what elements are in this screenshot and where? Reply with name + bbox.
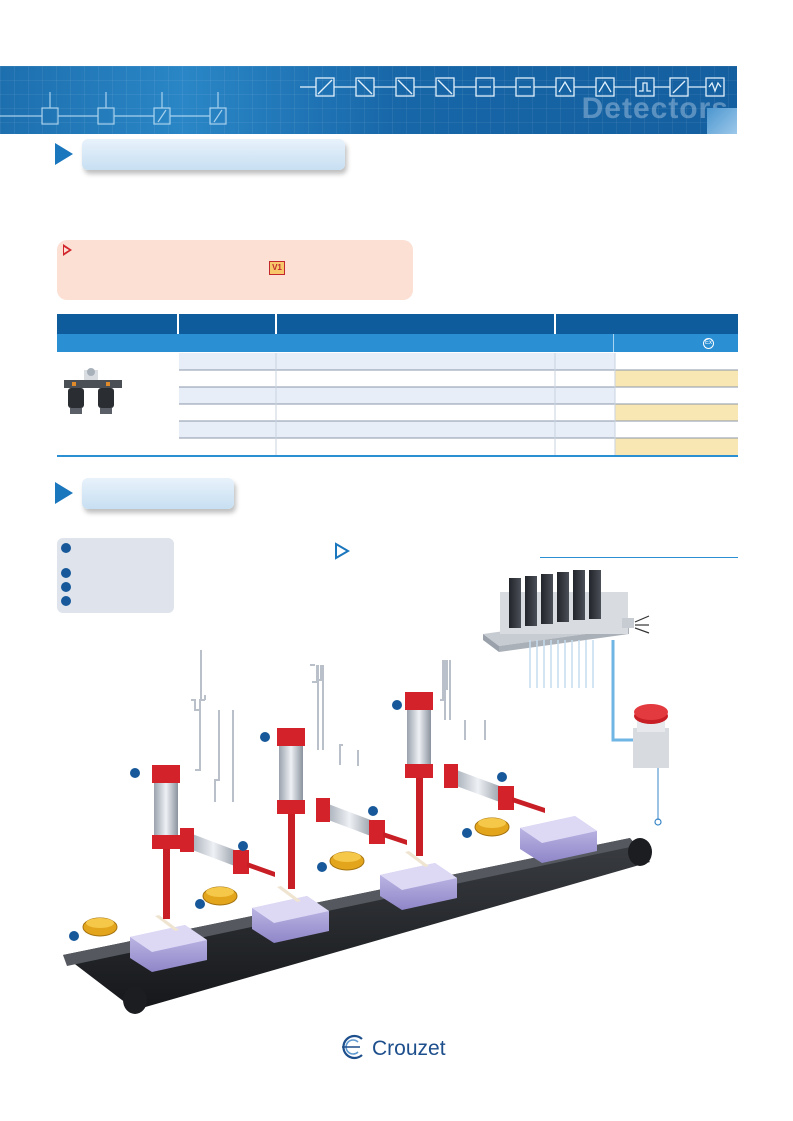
table-bottom-rule (57, 455, 738, 457)
product-blocks (130, 816, 597, 972)
valve-manifold (483, 570, 650, 688)
section-title-tab (82, 478, 234, 509)
section-rule (540, 557, 738, 558)
table-cell (556, 421, 615, 438)
callout-dots (69, 700, 507, 941)
horizontal-cylinder (316, 798, 407, 845)
banner-schematic-art (0, 77, 725, 125)
table-cell-highlight (615, 370, 738, 387)
triangle-bullet-icon (63, 244, 72, 256)
table-row (179, 404, 556, 421)
belt-roller (628, 838, 652, 866)
table-subheader-row: Ex (57, 334, 738, 352)
bullet-dot-icon (61, 582, 71, 592)
banner-watermark-text: Detectors (581, 92, 729, 125)
table-cell (556, 353, 615, 370)
conveyor-illustration (63, 570, 669, 1014)
table-row (179, 370, 556, 387)
bullet-dot-icon (61, 596, 71, 606)
vertical-cylinder (405, 692, 433, 856)
bullet-dot-icon (61, 543, 71, 553)
table-cell (615, 387, 738, 404)
banner-grid (0, 66, 737, 134)
play-arrow-icon (55, 482, 73, 504)
product-image (64, 368, 122, 414)
table-cell (556, 370, 615, 387)
horizontal-cylinder (180, 828, 275, 877)
feature-list-box (57, 538, 174, 613)
brand-name: Crouzet (372, 1037, 446, 1060)
table-row (179, 387, 556, 404)
bullet-dot-icon (61, 568, 71, 578)
v1-badge: V1 (269, 261, 285, 275)
horizontal-cylinder (444, 764, 545, 813)
header-banner: Detectors (0, 66, 737, 134)
table-cell (556, 438, 615, 455)
table-cell-highlight (615, 438, 738, 455)
column-divider (613, 334, 614, 352)
conveyor-belt (63, 838, 650, 1010)
section-title-tab (82, 139, 345, 170)
table-cell (556, 387, 615, 404)
table-row (179, 438, 556, 455)
table-row (179, 421, 556, 438)
table-header-cell (556, 314, 738, 334)
table-cell-highlight (615, 404, 738, 421)
ex-certification-icon: Ex (703, 338, 714, 349)
table-cell (615, 353, 738, 370)
table-cell (556, 404, 615, 421)
table-row (179, 353, 556, 370)
table-row-lines (179, 353, 738, 455)
table-cell (615, 421, 738, 438)
table-header-cell (57, 314, 177, 334)
crouzet-logo-icon (342, 1034, 363, 1060)
emergency-stop (633, 704, 669, 826)
vertical-cylinder (152, 765, 180, 919)
table-header-cell (179, 314, 275, 334)
triangle-bullet-icon (335, 542, 350, 560)
notice-box: V1 (57, 240, 413, 300)
banner-corner-accent (707, 108, 737, 134)
play-arrow-icon (55, 143, 73, 165)
table-header-cell (277, 314, 554, 334)
belt-roller (123, 986, 147, 1014)
vertical-cylinder (277, 728, 305, 889)
